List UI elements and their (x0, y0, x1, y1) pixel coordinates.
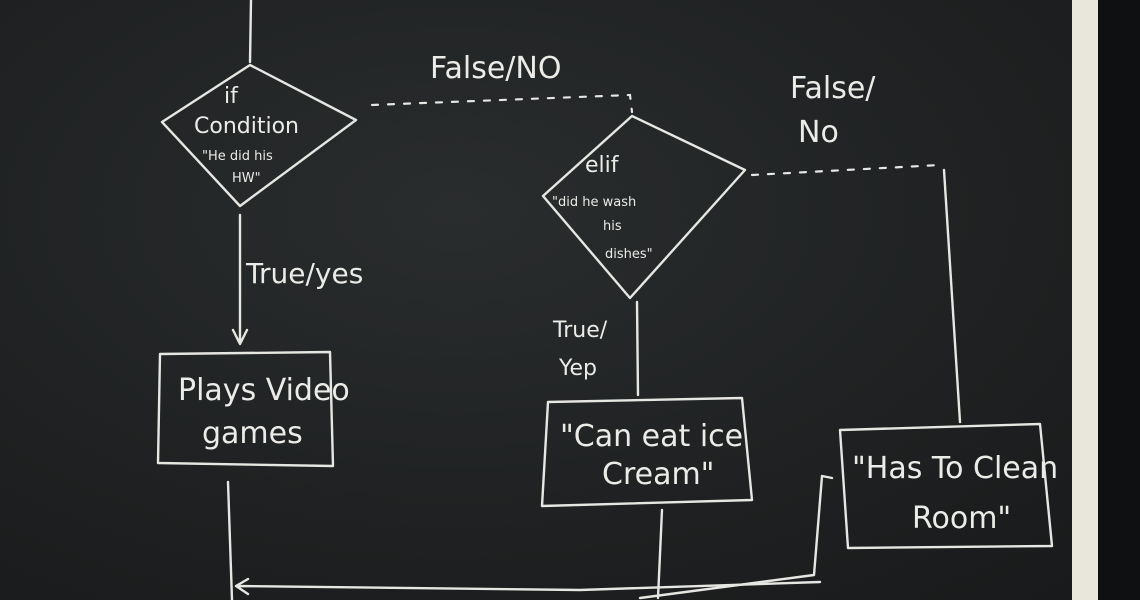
video-games-text-2: games (202, 416, 303, 451)
clean-room-text: "Has To Clean (852, 451, 1058, 486)
elif-decision-diamond: elif "did he wash his dishes" (541, 114, 747, 300)
if-condition-text: "He did his (202, 149, 273, 164)
elif-keyword: elif (585, 153, 620, 178)
elif-true-label: True/ (552, 318, 608, 343)
elif-false-label-2: No (798, 115, 839, 150)
elif-condition-text: "did he wash (552, 195, 636, 210)
if-keyword: if (224, 84, 239, 109)
video-games-text: Plays Video (178, 373, 350, 408)
elif-false-edge (750, 163, 942, 177)
if-condition-text-2: HW" (232, 171, 261, 186)
elif-true-edge (635, 300, 640, 397)
board-frame-dark (1098, 0, 1140, 600)
board-frame-white (1072, 0, 1098, 600)
video-games-box: Plays Video games (156, 350, 350, 468)
video-games-out-line (226, 480, 234, 600)
ice-cream-out-line (656, 508, 664, 600)
if-condition-label: Condition (194, 114, 299, 139)
if-true-edge (231, 213, 249, 346)
clean-room-text-2: Room" (912, 501, 1011, 536)
ice-cream-text-2: Cream" (602, 457, 715, 492)
if-false-edge (370, 93, 634, 114)
elif-false-down-line (942, 168, 962, 424)
if-true-label: True/yes (245, 257, 363, 290)
if-false-label: False/NO (430, 51, 561, 86)
merge-line (234, 577, 822, 596)
elif-condition-text-3: dishes" (605, 247, 653, 262)
ice-cream-text: "Can eat ice (560, 419, 743, 454)
elif-true-label-2: Yep (558, 356, 597, 381)
entry-line (248, 0, 253, 64)
ice-cream-box: "Can eat ice Cream" (540, 396, 754, 508)
elif-false-label: False/ (790, 71, 876, 106)
elif-condition-text-2: his (603, 219, 622, 234)
clean-room-box: "Has To Clean Room" (838, 422, 1058, 550)
clean-room-out-line (638, 474, 834, 600)
if-decision-diamond: if Condition "He did his HW" (160, 63, 358, 208)
